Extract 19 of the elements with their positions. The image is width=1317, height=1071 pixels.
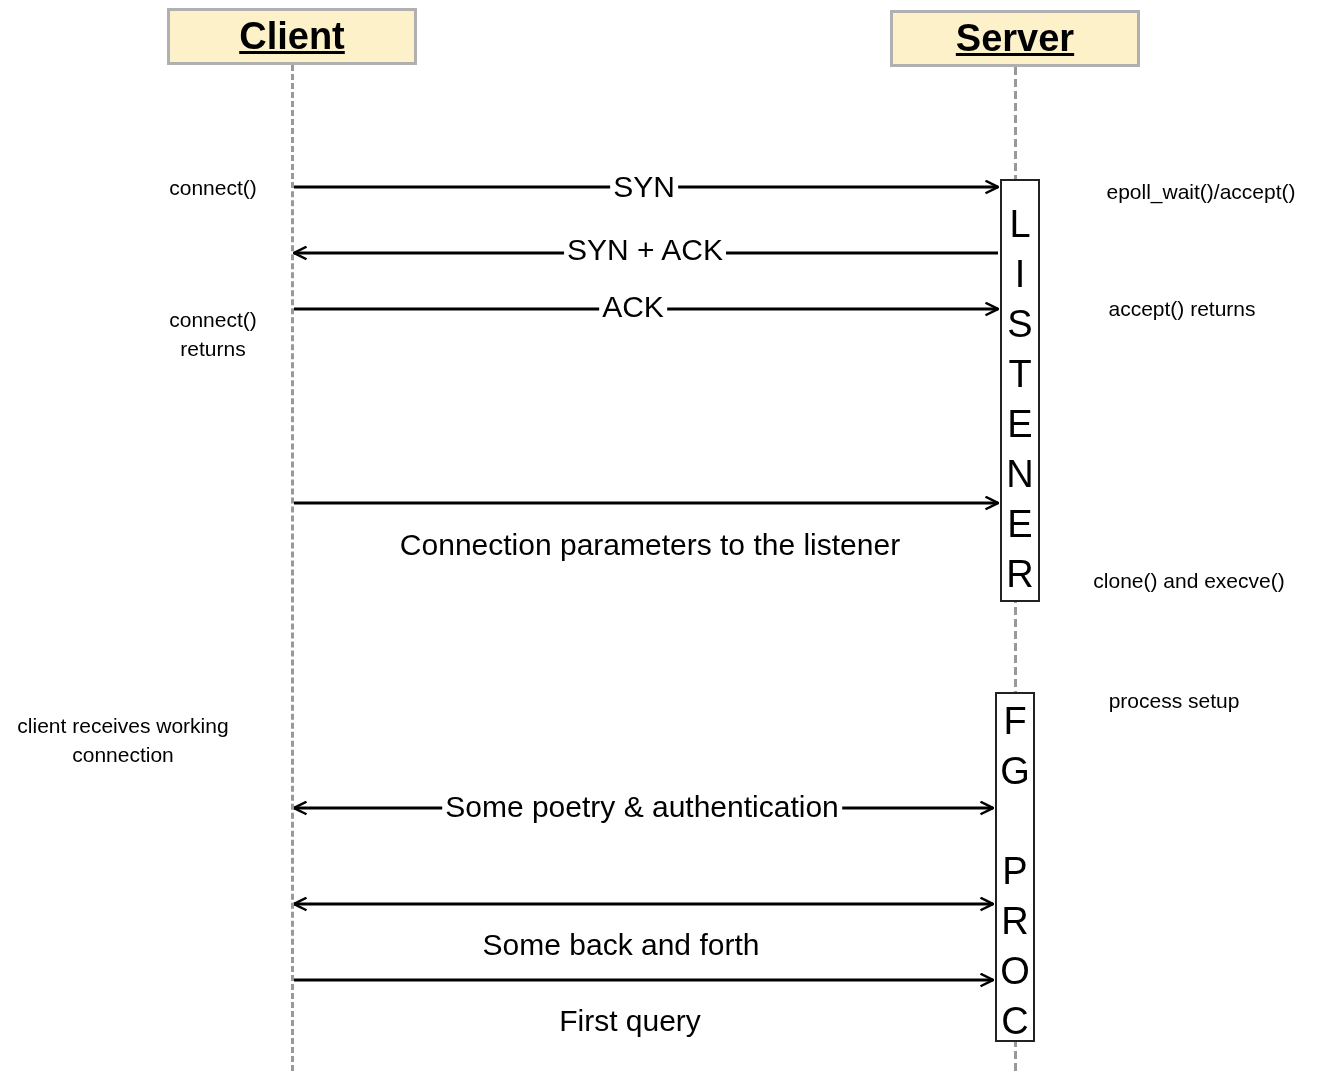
arrow xyxy=(294,301,1000,317)
annotation: client receives working connection xyxy=(16,713,230,768)
bar-label: FG PROC xyxy=(996,700,1034,1040)
arrow xyxy=(294,972,995,988)
lifeline xyxy=(291,65,294,1071)
annotation: clone() and execve() xyxy=(1092,568,1286,594)
annotation: connect() xyxy=(168,175,258,201)
annotation: process setup xyxy=(1107,688,1241,714)
participant-name: Server xyxy=(955,17,1075,60)
bar-label: LISTENER xyxy=(1001,203,1039,600)
participant-box xyxy=(167,8,417,65)
arrow xyxy=(294,179,1000,195)
arrow xyxy=(294,495,1000,511)
annotation: accept() returns xyxy=(1107,296,1257,322)
participant-name: Client xyxy=(239,15,345,58)
arrow xyxy=(292,896,995,912)
annotation: epoll_wait()/accept() xyxy=(1105,179,1297,206)
participant-box xyxy=(890,10,1140,67)
annotation: connect() returns xyxy=(168,307,258,362)
